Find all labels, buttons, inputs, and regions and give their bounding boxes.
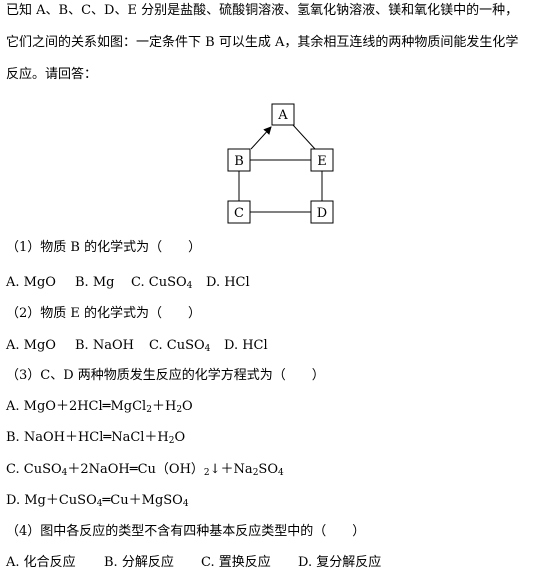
q3-option-d[interactable]: D. Mg＋CuSO4═Cu＋MgSO4 [6,493,189,509]
svg-text:E: E [317,154,327,169]
q3-option-a[interactable]: A. MgO＋2HCl═MgCl2＋H2O [6,399,193,415]
node-E: E [310,148,334,172]
intro-line-3: 反应。请回答： [6,67,98,82]
intro-line-2: 它们之间的关系如图：一定条件下 B 可以生成 A，其余相互连线的两种物质间能发生… [6,35,519,50]
q3-option-b[interactable]: B. NaOH＋HCl═NaCl＋H2O [6,430,186,446]
node-B: B [227,148,251,172]
q2-option-d[interactable]: D. HCl [224,338,268,353]
svg-text:B: B [234,154,244,169]
question-3-stem: （3）C、D 两种物质发生反应的化学方程式为（ ） [6,368,325,383]
question-2-options: A. MgO B. NaOH C. CuSO4 D. HCl [6,338,268,354]
line-A-E [292,124,316,150]
q1-option-b[interactable]: B. Mg [75,275,115,290]
q4-option-a[interactable]: A. 化合反应 [6,555,76,570]
node-A: A [271,103,295,126]
q4-option-d[interactable]: D. 复分解反应 [298,555,382,570]
q1-option-a[interactable]: A. MgO [6,275,56,290]
q2-option-c[interactable]: C. CuSO4 [149,338,211,354]
node-D: D [310,200,334,224]
question-2-stem: （2）物质 E 的化学式为（ ） [6,306,202,321]
q1-option-d[interactable]: D. HCl [206,275,250,290]
q2-option-a[interactable]: A. MgO [6,338,56,353]
question-1-stem: （1）物质 B 的化学式为（ ） [6,240,202,255]
svg-text:C: C [234,206,244,221]
question-4-stem: （4）图中各反应的类型不含有四种基本反应类型中的（ ） [6,524,366,539]
intro-line-1: 已知 A、B、C、D、E 分别是盐酸、硫酸铜溶液、氢氧化钠溶液、镁和氧化镁中的一… [6,3,519,18]
node-C: C [227,200,251,224]
q1-option-c[interactable]: C. CuSO4 [131,275,193,291]
q3-option-c[interactable]: C. CuSO4＋2NaOH═Cu（OH）2↓＋Na2SO4 [6,462,284,478]
question-1-options: A. MgO B. Mg C. CuSO4 D. HCl [6,275,250,291]
q2-option-b[interactable]: B. NaOH [75,338,134,353]
svg-text:D: D [317,206,327,221]
q4-option-b[interactable]: B. 分解反应 [104,555,174,570]
svg-text:A: A [277,108,288,123]
q4-option-c[interactable]: C. 置换反应 [201,555,271,570]
line-B-A [250,126,272,150]
question-4-options: A. 化合反应 B. 分解反应 C. 置换反应 D. 复分解反应 [6,555,381,571]
